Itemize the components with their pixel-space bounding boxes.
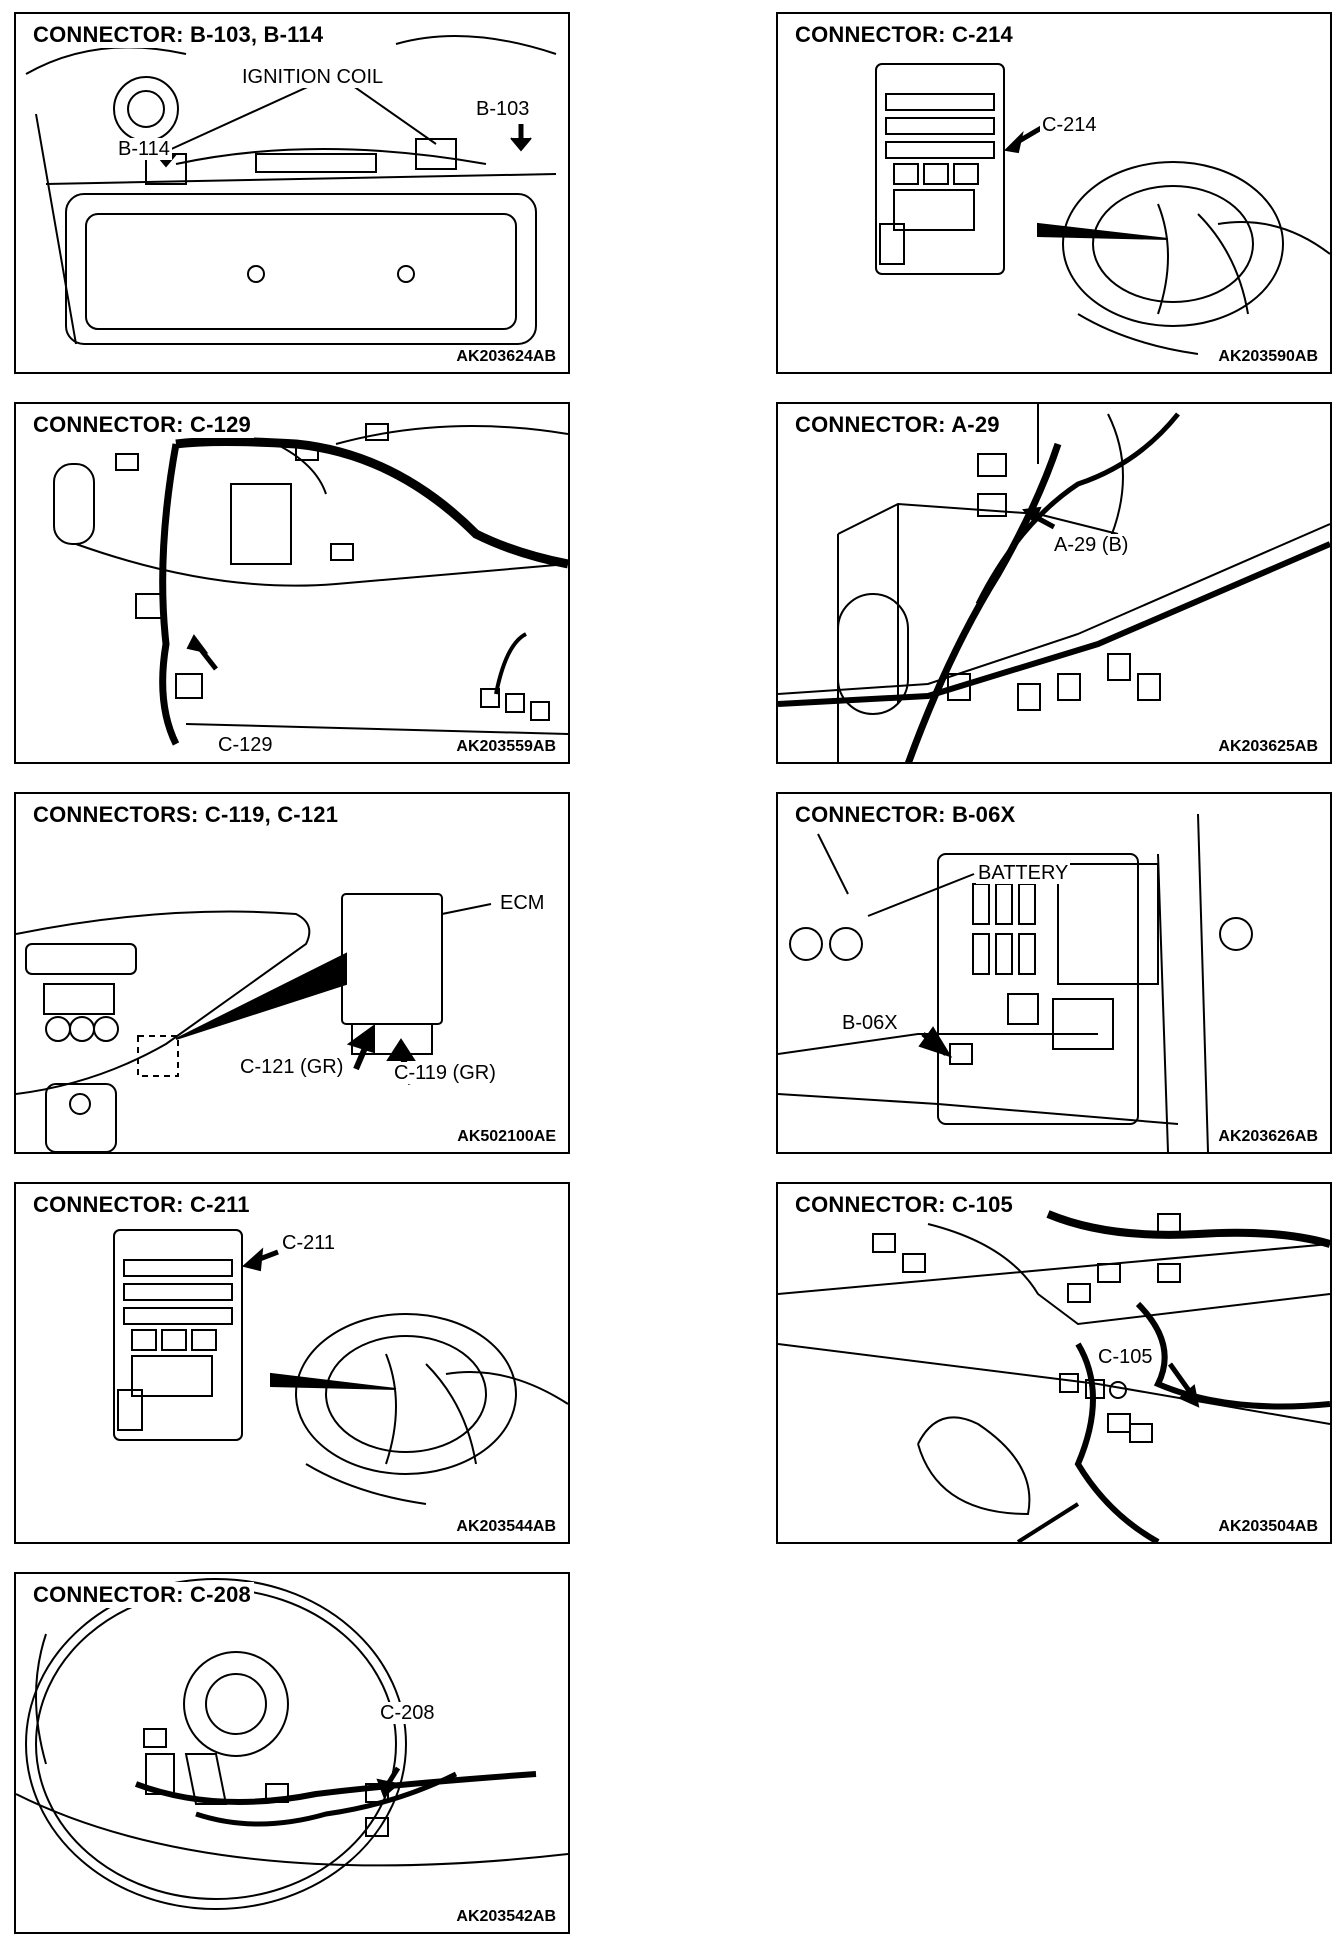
c-119-gr-label: C-119 (GR) bbox=[392, 1062, 498, 1084]
b-103-label: B-103 bbox=[474, 98, 532, 120]
c-121-gr-label: C-121 (GR) bbox=[238, 1056, 346, 1078]
diagram-panel-c105: CONNECTOR: C-105 C-105 AK203504AB bbox=[776, 1182, 1332, 1544]
figure-code: AK203504AB bbox=[1216, 1518, 1320, 1536]
ecm-label: ECM bbox=[498, 892, 547, 914]
battery-label: BATTERY bbox=[976, 862, 1071, 884]
c-208-label: C-208 bbox=[378, 1702, 437, 1724]
panel-title: CONNECTOR: C-214 bbox=[792, 22, 1016, 48]
figure-code: AK203559AB bbox=[454, 738, 558, 756]
panel-title: CONNECTOR: B-103, B-114 bbox=[30, 22, 327, 48]
panel-title: CONNECTOR: C-211 bbox=[30, 1192, 253, 1218]
a-29-b-label: A-29 (B) bbox=[1052, 534, 1131, 556]
c-105-label: C-105 bbox=[1096, 1346, 1155, 1368]
diagram-panel-c208: CONNECTOR: C-208 C-208 AK203542AB bbox=[14, 1572, 570, 1934]
panel-title: CONNECTOR: C-105 bbox=[792, 1192, 1016, 1218]
diagram-panel-c214: CONNECTOR: C-214 C-214 AK203590AB bbox=[776, 12, 1332, 374]
fuse-block-illustration bbox=[113, 1229, 568, 1505]
figure-code: AK502100AE bbox=[455, 1128, 558, 1146]
b-114-label: B-114 bbox=[116, 138, 172, 160]
engine-harness-illustration bbox=[778, 404, 1330, 762]
c-214-label: C-214 bbox=[1040, 114, 1099, 136]
panel-title: CONNECTOR: B-06X bbox=[792, 802, 1019, 828]
diagram-panel-a29: CONNECTOR: A-29 A-29 (B) AK203625AB bbox=[776, 402, 1332, 764]
diagram-panel-c119-c121: CONNECTORS: C-119, C-121 ECM C-121 (GR) … bbox=[14, 792, 570, 1154]
diagram-panel-c211: CONNECTOR: C-211 C-211 AK203544AB bbox=[14, 1182, 570, 1544]
ignition-coil-label: IGNITION COIL bbox=[240, 66, 386, 88]
figure-code: AK203626AB bbox=[1216, 1128, 1320, 1146]
figure-code: AK203542AB bbox=[454, 1908, 558, 1926]
harness-illustration bbox=[778, 1210, 1330, 1542]
b-06x-label: B-06X bbox=[840, 1012, 900, 1034]
figure-code: AK203544AB bbox=[454, 1518, 558, 1536]
relay-box-illustration bbox=[778, 813, 1253, 1152]
panel-title: CONNECTORS: C-119, C-121 bbox=[30, 802, 342, 828]
figure-code: AK203625AB bbox=[1216, 738, 1320, 756]
figure-code: AK203624AB bbox=[454, 348, 558, 366]
panel-title: CONNECTOR: C-208 bbox=[30, 1582, 254, 1608]
diagram-panel-c129: CONNECTOR: C-129 C-129 AK203559AB bbox=[14, 402, 570, 764]
panel-title: CONNECTOR: A-29 bbox=[792, 412, 1003, 438]
figure-code: AK203590AB bbox=[1216, 348, 1320, 366]
steering-column-illustration bbox=[16, 1578, 568, 1910]
dashboard-harness-illustration bbox=[53, 423, 568, 746]
c-211-label: C-211 bbox=[280, 1232, 337, 1254]
c-129-label: C-129 bbox=[216, 734, 275, 756]
diagram-panel-b06x: CONNECTOR: B-06X BATTERY B-06X AK203626A… bbox=[776, 792, 1332, 1154]
fuse-block-illustration bbox=[875, 63, 1330, 355]
ecm-location-illustration bbox=[16, 893, 492, 1152]
panel-title: CONNECTOR: C-129 bbox=[30, 412, 254, 438]
diagram-panel-b103-b114: CONNECTOR: B-103, B-114 IGNITION COIL B-… bbox=[14, 12, 570, 374]
